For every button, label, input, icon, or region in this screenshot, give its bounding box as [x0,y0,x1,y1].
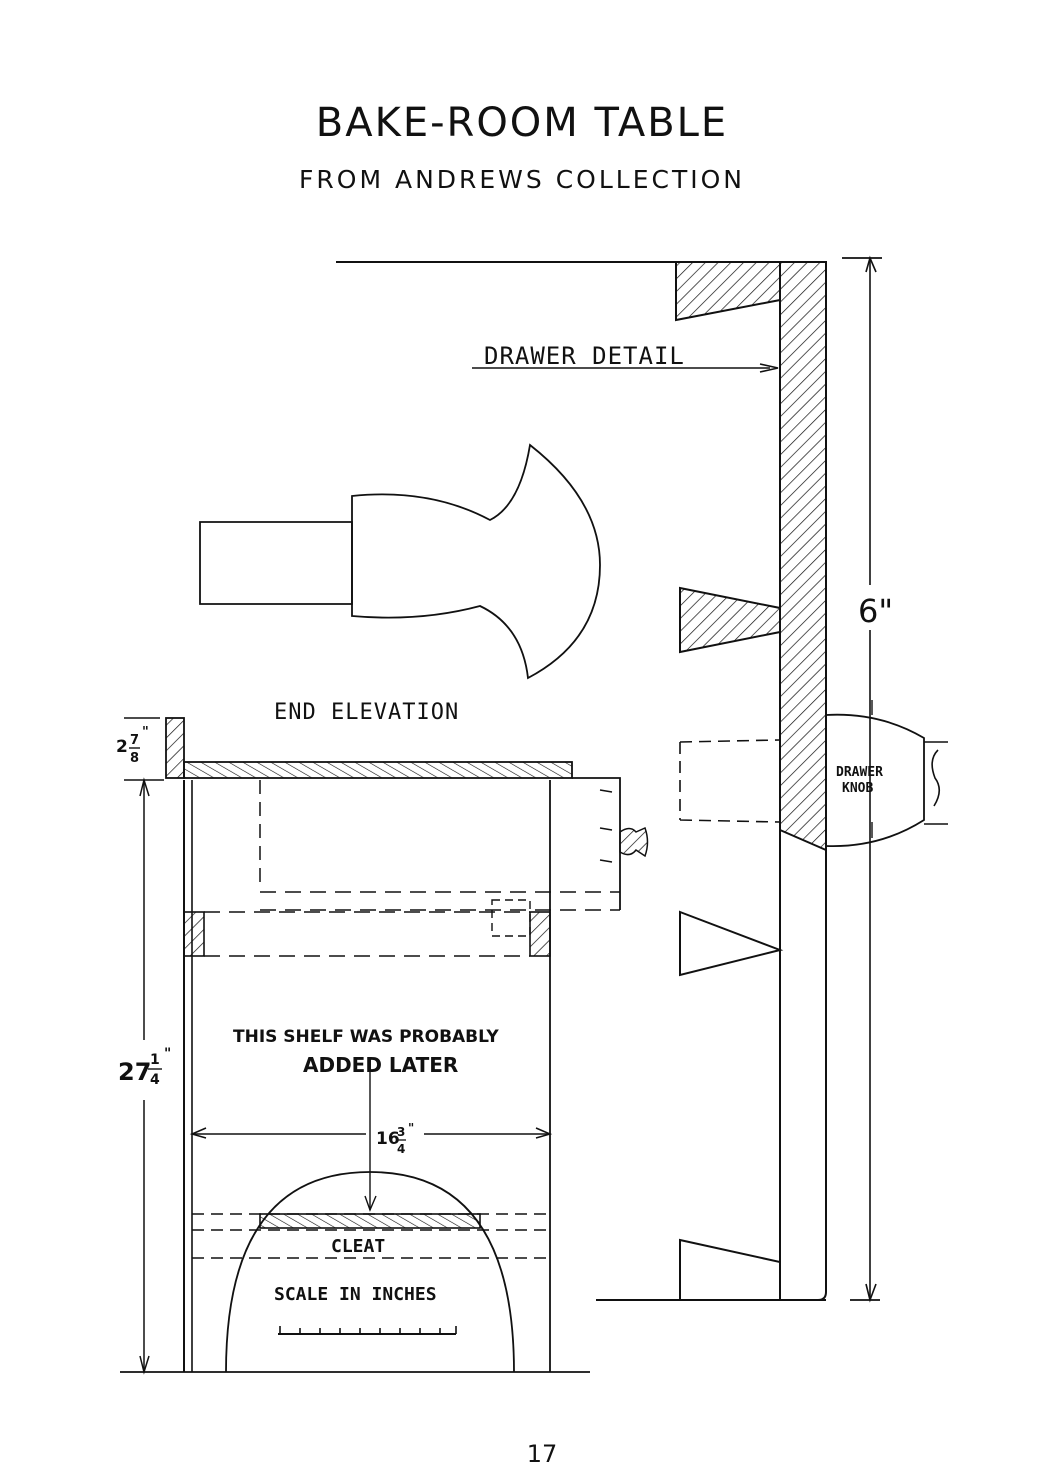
drawer-height-arrow-bottom [866,1284,876,1300]
drawer-front-elevation [572,778,620,910]
dovetail-top [676,262,780,320]
top-thickness-numerator: 7 [130,733,139,748]
runner-block-hidden [492,900,530,936]
knob-bracket [932,750,939,806]
table-height-unit: " [164,1046,171,1062]
rail-hidden-lines [204,912,530,956]
drawer-front-section [780,262,826,850]
page-number: 17 [0,1440,1044,1468]
drawer-height-label: 6" [858,592,893,630]
table-height-numerator: 1 [150,1052,160,1068]
left-rail-section [184,912,204,956]
shelf-note-line2: ADDED LATER [303,1053,458,1077]
drawer-knob-elevation [620,828,648,856]
knob-tenon [200,522,352,604]
drawer-front-outline [818,850,826,1300]
cleat-label: CLEAT [331,1236,385,1257]
knob-hole-hidden-line [680,740,780,822]
dovetail-lower [680,912,780,975]
scale-ticks [280,1326,456,1334]
width-arrow-right [536,1128,550,1138]
drawer-bottom-hidden [260,892,620,910]
width-arrow-left [192,1128,206,1138]
drawer-knob-profile [826,715,924,846]
drawer-knob-label-line2: KNOB [842,781,873,796]
shelf-note-line1: THIS SHELF WAS PROBABLY [233,1027,499,1047]
knob-large-profile [200,445,600,678]
scale-label: SCALE IN INCHES [274,1284,437,1305]
top-thickness-denominator: 8 [130,751,139,766]
drawer-knob-label-line1: DRAWER [836,765,883,780]
shelf-section [260,1214,480,1228]
dovetail-middle [680,588,780,652]
right-rail-section [530,912,550,956]
top-thickness-unit: " [142,725,149,740]
table-height-whole: 27 [118,1058,151,1086]
width-denominator: 4 [397,1142,405,1156]
tabletop-section [184,762,572,778]
end-elevation-label: END ELEVATION [274,700,459,725]
dovetail-bottom [680,1240,780,1300]
drawer-front-dovetails [600,790,612,862]
drawer-height-arrow-top [866,258,876,272]
top-thickness-whole: 2 [116,737,128,757]
drawer-detail-label: DRAWER DETAIL [484,342,685,370]
width-unit: " [408,1121,414,1135]
backsplash-section [166,718,184,778]
width-numerator: 3 [397,1125,405,1139]
knob-head [352,445,600,678]
table-height-denominator: 4 [150,1072,160,1088]
